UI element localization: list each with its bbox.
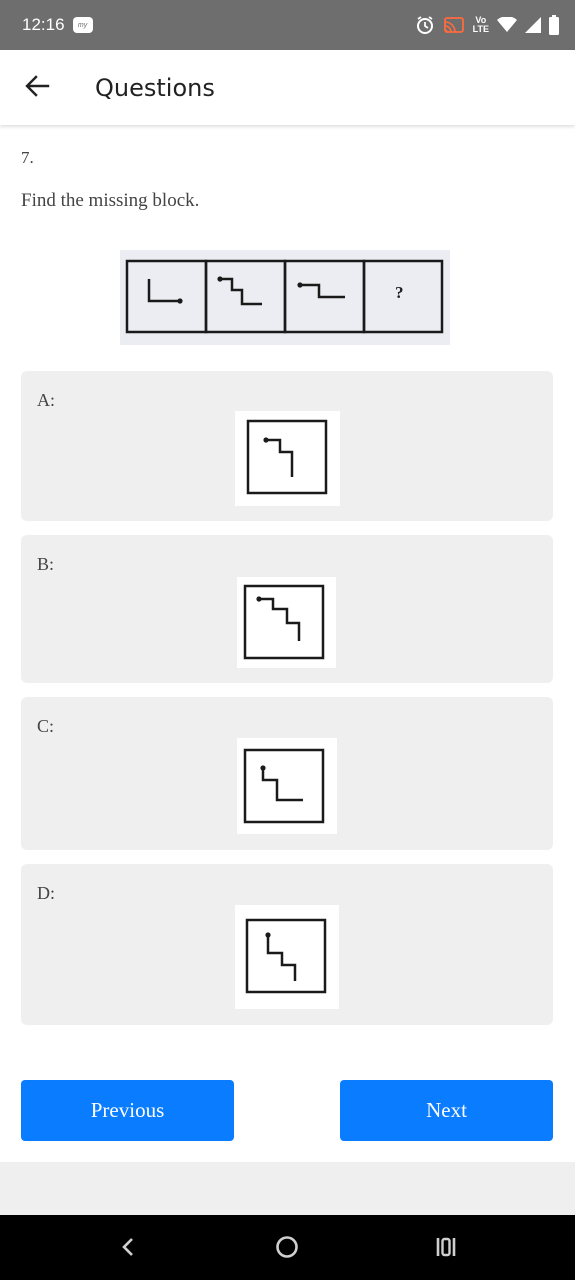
question-figure: ? [120,250,450,345]
system-nav-bar [0,1215,575,1280]
back-chevron-icon[interactable] [112,1231,144,1263]
option-d[interactable]: D: [21,864,553,1025]
option-a-label: A: [37,390,55,410]
volte-icon: Vo LTE [473,16,489,34]
status-bar: 12:16 my Vo LTE [0,0,575,50]
next-button[interactable]: Next [340,1080,553,1141]
option-c[interactable]: C: [21,697,553,850]
home-circle-icon[interactable] [271,1231,303,1263]
signal-icon [525,17,541,33]
option-a[interactable]: A: [21,371,553,521]
volte-top-text: Vo [475,15,487,25]
option-c-label: C: [37,716,55,736]
option-d-label: D: [37,883,55,903]
recents-icon[interactable] [430,1231,462,1263]
option-d-figure [235,905,339,1009]
footer-area [0,1162,575,1215]
arrow-left-icon [24,74,50,102]
option-b-figure [237,577,336,668]
back-button[interactable] [13,64,61,112]
question-number: 7. [21,148,34,167]
option-b[interactable]: B: [21,535,553,683]
battery-icon [549,15,559,35]
option-a-figure [235,411,340,506]
cast-icon [443,16,465,34]
wifi-icon [497,17,517,33]
page-title: Questions [95,73,215,102]
alarm-icon [415,15,435,35]
volte-bottom-text: LTE [472,24,489,34]
option-c-figure [237,738,337,834]
missing-block-mark: ? [395,283,404,302]
status-time: 12:16 [22,15,65,34]
previous-button[interactable]: Previous [21,1080,234,1141]
app-bar: Questions [0,50,575,125]
option-b-label: B: [37,554,55,574]
notification-app-icon: my [72,17,93,33]
status-icons: Vo LTE [415,15,559,35]
question-text: Find the missing block. [21,190,200,211]
